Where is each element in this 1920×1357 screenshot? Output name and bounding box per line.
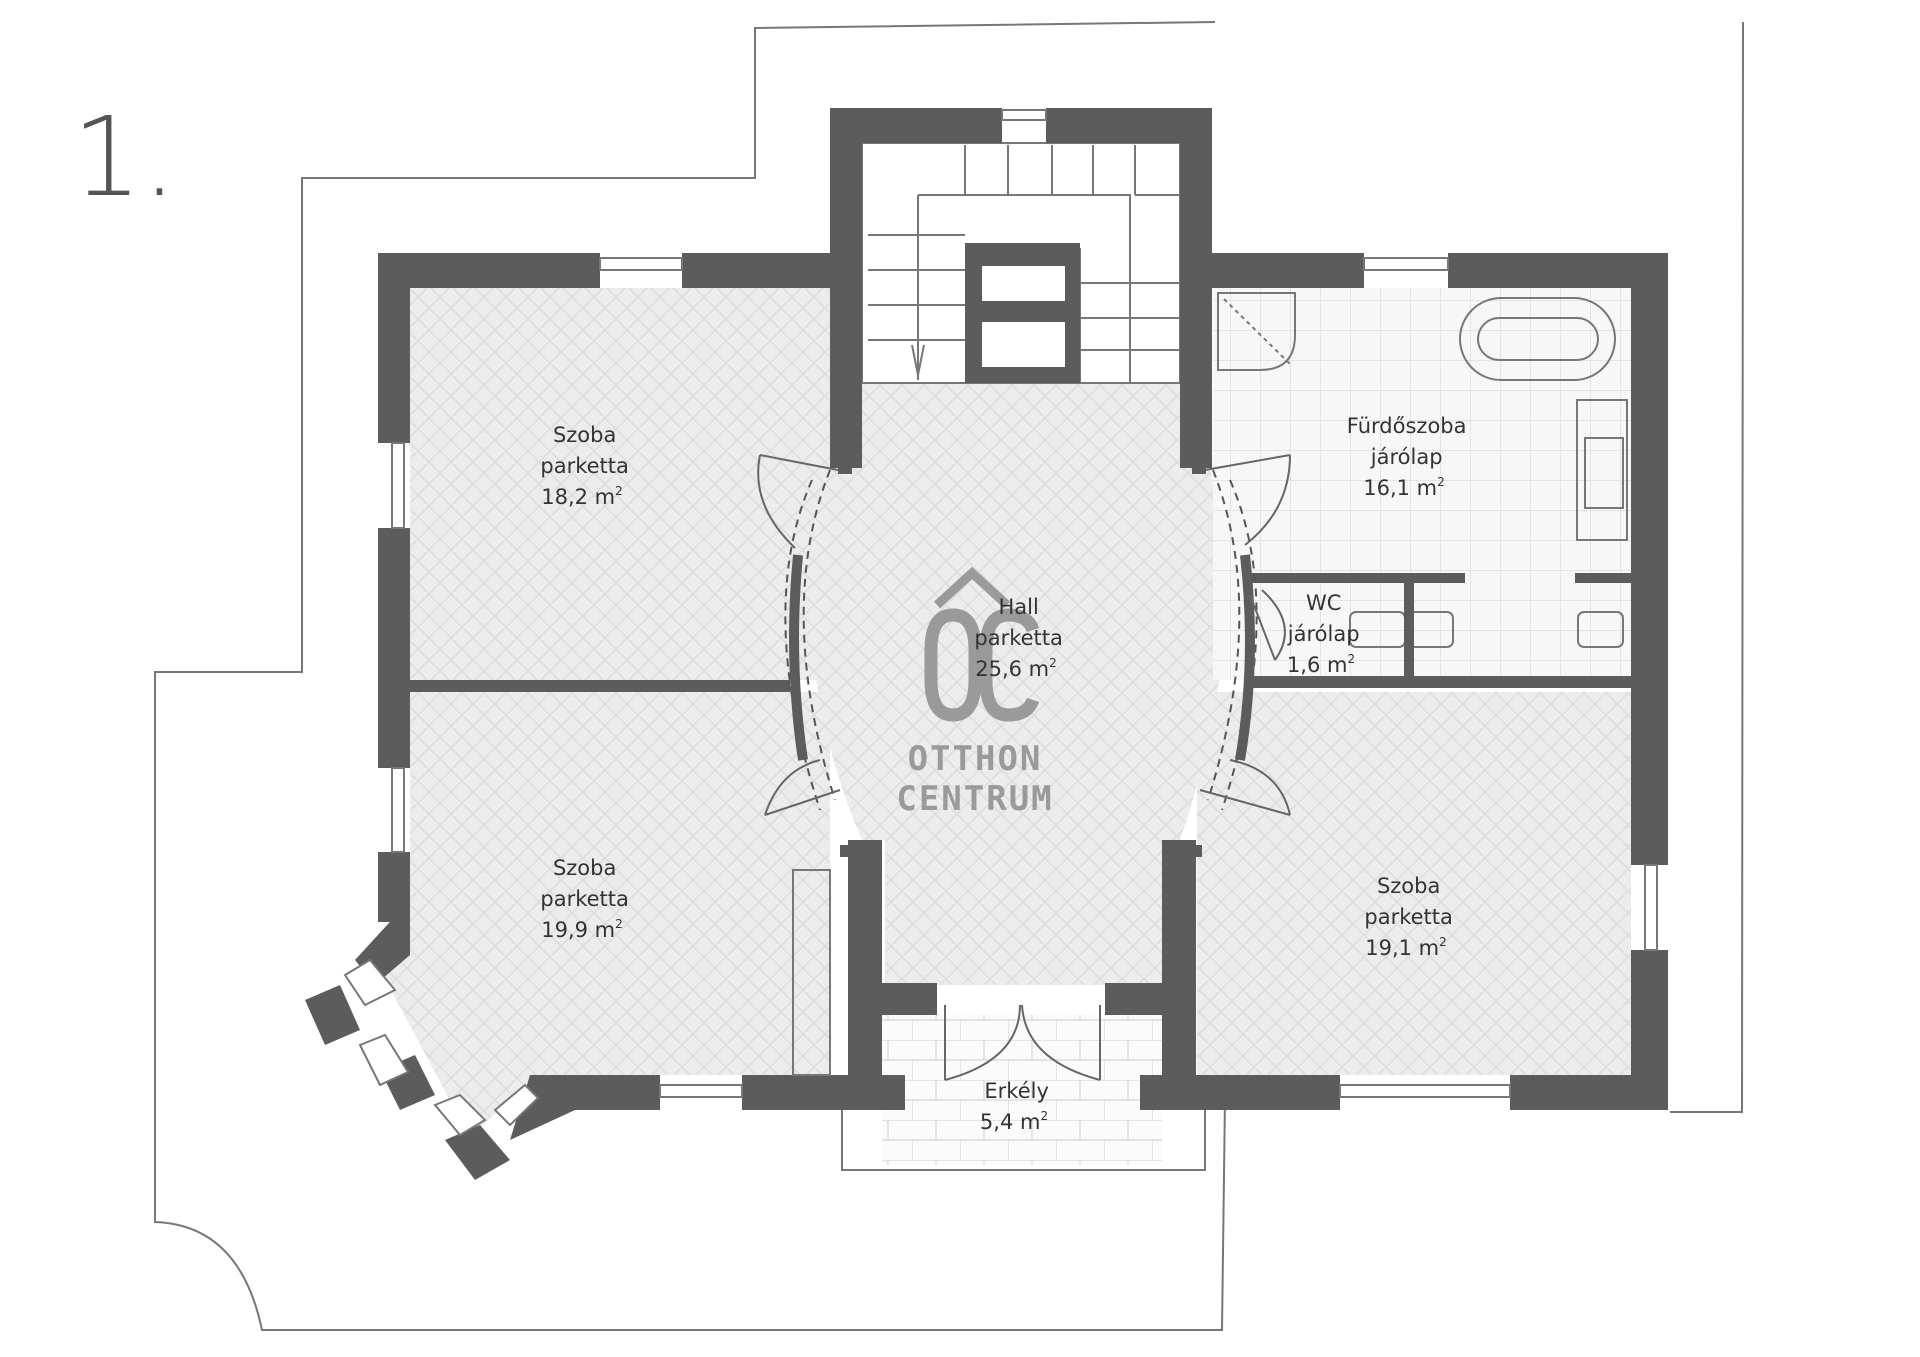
room-label-szoba-1: Szoba parketta 18,2 m2 bbox=[540, 423, 635, 509]
door-furdoszoba[interactable] bbox=[1204, 454, 1291, 546]
doors bbox=[757, 454, 1291, 1081]
floor-wc bbox=[1250, 583, 1410, 676]
room-area-sup: 2 bbox=[1437, 475, 1445, 489]
room-area-sup: 2 bbox=[1347, 652, 1355, 666]
floor-label: 1. bbox=[72, 93, 177, 221]
room-name: Szoba bbox=[1377, 874, 1440, 898]
logo-roof-icon bbox=[933, 566, 1011, 609]
floor-szoba-3 bbox=[1197, 692, 1631, 1075]
room-material: parketta bbox=[974, 626, 1063, 650]
room-area-sup: 2 bbox=[615, 917, 623, 931]
bidet bbox=[1577, 611, 1624, 648]
logo-c-icon bbox=[979, 608, 1040, 722]
bathtub bbox=[1459, 297, 1616, 381]
room-area-sup: 2 bbox=[615, 484, 623, 498]
room-area-sup: 2 bbox=[1049, 656, 1057, 670]
room-area: 25,6 m bbox=[975, 657, 1049, 681]
room-material: parketta bbox=[540, 887, 629, 911]
room-area: 1,6 m bbox=[1287, 653, 1348, 677]
room-labels: Szoba parketta 18,2 m2 Szoba parketta 19… bbox=[540, 414, 1473, 1134]
room-name: Szoba bbox=[553, 423, 616, 447]
room-label-wc: WC járólap 1,6 m2 bbox=[1287, 591, 1366, 677]
room-name: Fürdőszoba bbox=[1347, 414, 1467, 438]
room-name: WC bbox=[1306, 591, 1341, 615]
logo-o-icon bbox=[924, 608, 982, 722]
hall-curved-walls bbox=[784, 469, 1258, 811]
room-area-sup: 2 bbox=[1439, 935, 1447, 949]
walls bbox=[305, 108, 1668, 1180]
door-erkely-left[interactable] bbox=[944, 1004, 1021, 1081]
door-erkely-right[interactable] bbox=[1021, 1004, 1101, 1081]
room-material: járólap bbox=[1287, 622, 1360, 646]
logo-line2: CENTRUM bbox=[896, 779, 1053, 819]
logo-line1: OTTHON bbox=[908, 739, 1043, 779]
room-name: Hall bbox=[998, 595, 1038, 619]
vanity bbox=[1576, 399, 1628, 541]
room-material: járólap bbox=[1370, 445, 1443, 469]
room-area: 5,4 m bbox=[980, 1110, 1041, 1134]
room-area: 16,1 m bbox=[1363, 476, 1437, 500]
room-area-sup: 2 bbox=[1040, 1109, 1048, 1123]
room-name: Szoba bbox=[553, 856, 616, 880]
staircase bbox=[861, 142, 1181, 384]
room-area: 18,2 m bbox=[541, 485, 615, 509]
otthon-centrum-logo: OTTHON CENTRUM bbox=[896, 566, 1053, 819]
door-szoba-3[interactable] bbox=[1199, 759, 1291, 816]
room-label-erkely: Erkély 5,4 m2 bbox=[980, 1079, 1056, 1134]
floor-hall bbox=[811, 383, 1225, 985]
room-label-hall: Hall parketta 25,6 m2 bbox=[974, 595, 1069, 681]
room-area: 19,9 m bbox=[541, 918, 615, 942]
room-label-szoba-2: Szoba parketta 19,9 m2 bbox=[540, 856, 635, 942]
room-material: parketta bbox=[1364, 905, 1453, 929]
floor-szoba-2 bbox=[375, 692, 830, 1138]
site-outline bbox=[154, 21, 1744, 1331]
floor-erkely bbox=[882, 1015, 1162, 1165]
door-szoba-1[interactable] bbox=[757, 454, 839, 549]
room-label-furdoszoba: Fürdőszoba járólap 16,1 m2 bbox=[1347, 414, 1473, 500]
room-material: parketta bbox=[540, 454, 629, 478]
door-szoba-2[interactable] bbox=[764, 759, 841, 816]
room-label-szoba-3: Szoba parketta 19,1 m2 bbox=[1364, 874, 1459, 960]
room-name: Erkély bbox=[984, 1079, 1049, 1103]
floor-szoba-1 bbox=[410, 288, 830, 680]
door-wc[interactable] bbox=[1249, 589, 1286, 661]
room-area: 19,1 m bbox=[1365, 936, 1439, 960]
